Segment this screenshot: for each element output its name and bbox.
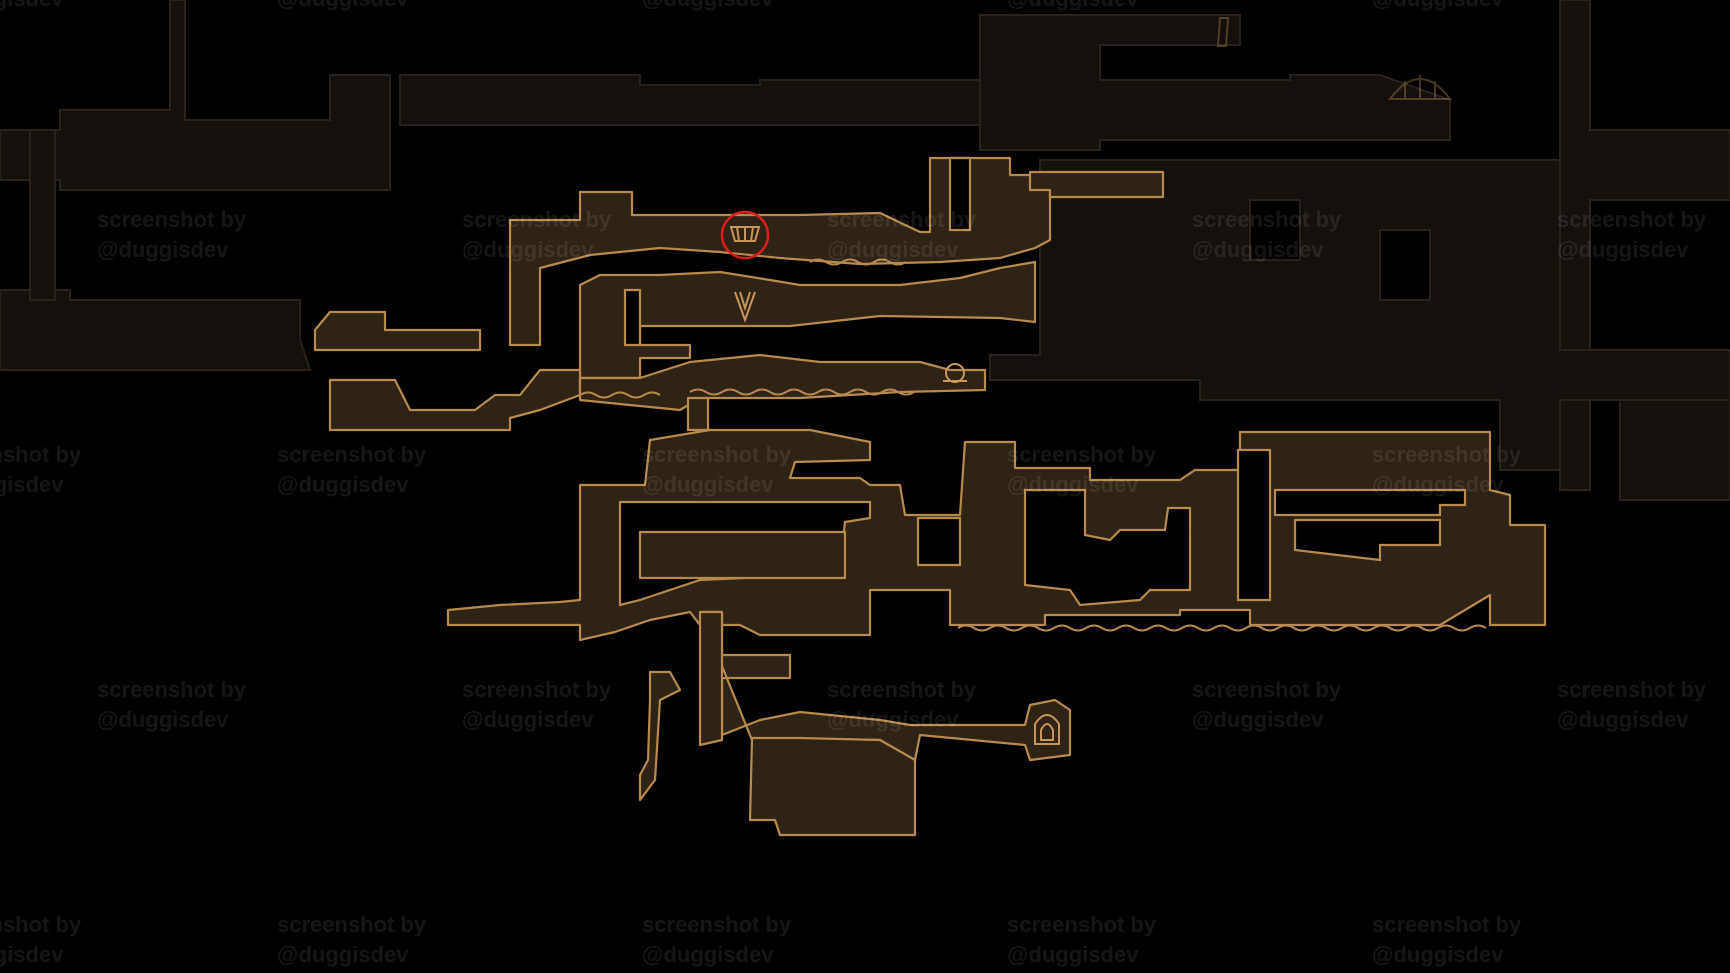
water-line-2 [579,391,661,399]
map-icons [720,17,1453,745]
faded-right-shaft [1559,0,1730,491]
bell-shrine-icon [1034,714,1060,745]
room-lower-complex-hole-2 [916,516,962,567]
room-inner-block [638,530,847,580]
room-lower-left-tail [638,670,682,802]
room-lower-shaft [698,610,1072,762]
room-middle-corridor [578,260,1037,380]
faded-right-hole-1 [1249,199,1301,261]
room-lower-complex-hole-3 [1023,488,1192,607]
faded-left-passage [0,289,312,371]
hot-spring-icon [943,363,967,383]
red-circle-marker-icon [720,210,770,260]
faded-left-column [29,129,56,301]
stag-station-icon [734,291,756,323]
water-surfaces [579,258,1487,632]
faded-right-lower [1619,399,1730,501]
room-lower-complex-hole-4 [1236,448,1272,602]
room-lower-complex-hole-5 [1293,518,1442,562]
room-left-shelf [313,310,482,352]
faded-corridor-top [399,74,1061,126]
room-left-lobby [328,368,582,432]
room-right-appendage [1028,170,1165,199]
room-lower-complex-hole-6 [1273,488,1467,517]
explored-map-region [313,156,1547,837]
faded-room-topleft [0,0,391,191]
room-lower-shaft-stem [698,610,724,747]
bench-icon [729,226,761,242]
faded-right-complex [989,159,1730,471]
room-spring-corridor [578,353,987,412]
lever-icon [1216,17,1230,47]
water-line-1 [957,624,1487,632]
room-bench-corridor [508,156,1052,347]
faded-right-hole-2 [1379,229,1431,301]
room-vertical-connector [686,396,710,432]
water-line-3 [689,388,915,396]
water-line-4 [809,258,907,266]
room-middle-corridor-inner [623,288,642,347]
faded-map-region [0,0,1730,501]
room-bench-corridor-gap [948,156,972,232]
faded-top-right-corridor [979,14,1451,151]
hut-icon [1387,75,1453,100]
room-lower-hall [748,736,917,837]
